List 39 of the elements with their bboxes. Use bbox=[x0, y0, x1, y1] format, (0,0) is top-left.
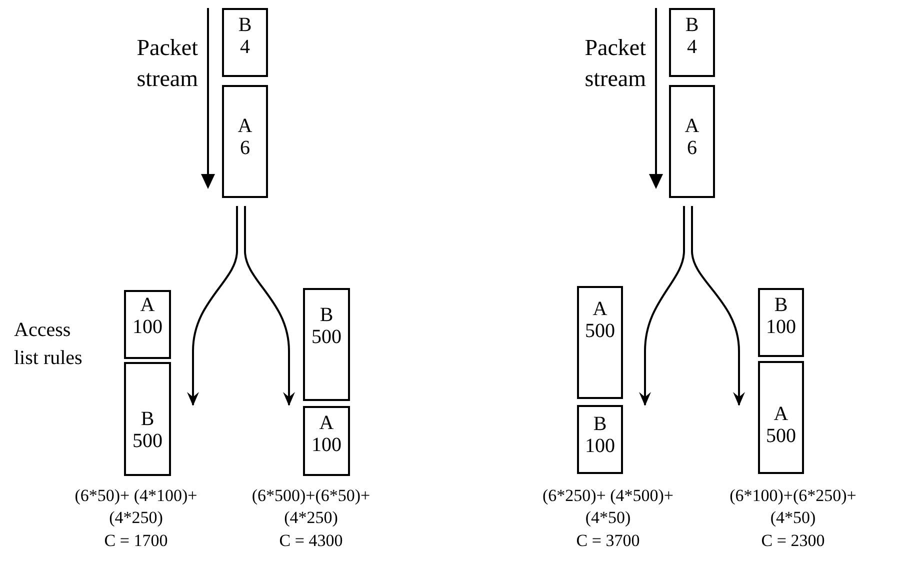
stream-label: Packet stream bbox=[584, 34, 646, 93]
box-label: A bbox=[140, 294, 155, 316]
curved-arrow bbox=[639, 206, 685, 406]
box-label: 4 bbox=[687, 36, 697, 58]
curved-arrow bbox=[691, 206, 745, 406]
stream-label: Access list rules bbox=[14, 318, 84, 371]
box-label: 100 bbox=[312, 434, 342, 456]
box-label: B bbox=[320, 304, 334, 326]
box-label: 500 bbox=[585, 320, 615, 342]
box-label: 100 bbox=[766, 316, 796, 338]
formula-text: C = 2300 bbox=[760, 530, 826, 552]
box-label: A bbox=[238, 115, 252, 137]
box-label: A bbox=[319, 412, 334, 434]
box-label: A bbox=[774, 403, 788, 425]
formula-text: C = 4300 bbox=[278, 530, 344, 552]
box-label: 100 bbox=[585, 435, 615, 457]
box-label: 6 bbox=[687, 137, 697, 159]
box-label: 100 bbox=[132, 316, 162, 338]
box-label: 500 bbox=[312, 326, 342, 348]
curved-arrow bbox=[244, 206, 295, 406]
box-label: B bbox=[593, 413, 607, 435]
stream-label: Packet stream bbox=[136, 34, 198, 93]
box-label: B bbox=[685, 14, 699, 36]
formula-text: (6*500)+(6*50)+ (4*250) bbox=[250, 485, 372, 529]
formula-text: (6*250)+ (4*500)+(4*50) bbox=[541, 485, 675, 529]
box-label: 500 bbox=[766, 425, 796, 447]
box-label: 500 bbox=[132, 430, 162, 452]
box-label: 4 bbox=[240, 36, 250, 58]
formula-text: C = 3700 bbox=[575, 530, 641, 552]
box-label: B bbox=[238, 14, 252, 36]
curved-arrow bbox=[187, 206, 238, 406]
box-label: 6 bbox=[240, 137, 250, 159]
box-label: B bbox=[140, 408, 154, 430]
formula-text: C = 1700 bbox=[103, 530, 169, 552]
box-label: A bbox=[592, 298, 608, 320]
box-label: A bbox=[684, 115, 700, 137]
formula-text: (6*100)+(6*250)+ (4*50) bbox=[728, 485, 858, 529]
box-label: B bbox=[774, 294, 788, 316]
formula-text: (6*50)+ (4*100)+(4*250) bbox=[74, 485, 198, 529]
